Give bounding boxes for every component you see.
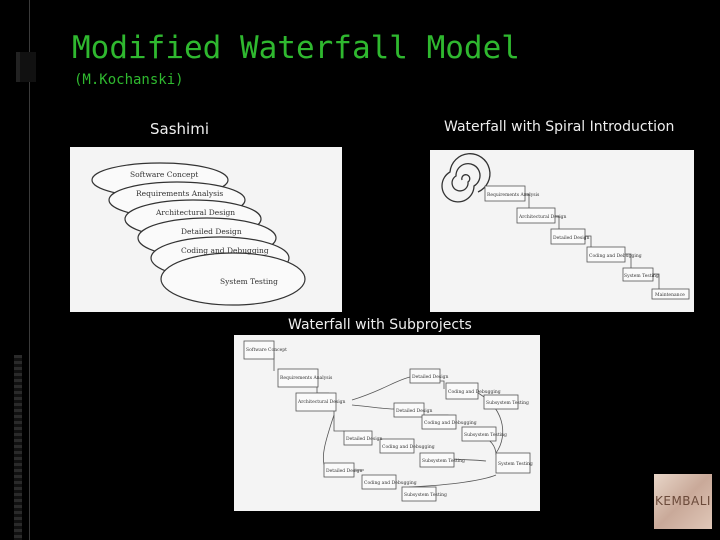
rail-marker: [16, 52, 36, 82]
subproject-label: Detailed Design: [412, 374, 449, 380]
subproject-connector: [322, 414, 335, 466]
subproject-box: [409, 368, 441, 384]
spiral-stage-box: [484, 185, 526, 202]
spiral-waterfall-diagram: Requirements Analysis Architectural Desi…: [430, 150, 694, 312]
rail-gradient-decoration: [14, 355, 22, 540]
subproject-box: [421, 414, 457, 430]
subproject-label: Subsystem Testing: [486, 400, 529, 406]
subproject-label: Subsystem Testing: [422, 458, 465, 464]
subproject-box: [243, 340, 275, 360]
sashimi-svg: Software Concept Requirements Analysis A…: [91, 162, 306, 306]
spiral-connector: [625, 253, 632, 268]
subproject-connector: [351, 404, 395, 410]
spiral-stage-box: [586, 246, 626, 263]
sashimi-stage-label: Requirements Analysis: [136, 189, 223, 198]
subproject-label: Detailed Design: [326, 468, 363, 474]
subproject-label: Coding and Debugging: [424, 420, 477, 426]
subproject-box: [393, 402, 425, 418]
subproject-box: [379, 438, 415, 454]
subproject-box: [419, 452, 455, 468]
subproject-connector: [333, 411, 344, 432]
spiral-stage-label: Maintenance: [655, 292, 685, 298]
subproject-label: Coding and Debugging: [382, 444, 435, 450]
caption-sashimi: Sashimi: [150, 120, 209, 138]
subprojects-svg: Software Concept Requirements Analysis A…: [243, 340, 533, 502]
subproject-label: Requirements Analysis: [280, 375, 333, 381]
spiral-connector: [525, 193, 530, 208]
sashimi-ellipse: [160, 252, 306, 306]
subproject-label: Software Concept: [246, 347, 287, 353]
rail-divider: [29, 0, 30, 540]
subproject-label: Coding and Debugging: [364, 480, 417, 486]
sashimi-stage-label: Software Concept: [130, 170, 198, 179]
caption-spiral: Waterfall with Spiral Introduction: [444, 119, 675, 135]
spiral-svg: Requirements Analysis Architectural Desi…: [441, 153, 690, 300]
subproject-label: Subsystem Testing: [464, 432, 507, 438]
spiral-stage-label: Architectural Design: [518, 214, 567, 220]
subproject-box: [461, 426, 497, 442]
sashimi-stage-label: System Testing: [220, 277, 278, 286]
sashimi-diagram: Software Concept Requirements Analysis A…: [70, 147, 342, 312]
subproject-box: [445, 382, 479, 400]
sashimi-stage-label: Detailed Design: [181, 227, 242, 236]
spiral-stage-box: [516, 207, 556, 224]
subproject-label: Detailed Design: [346, 436, 383, 442]
subproject-label: Detailed Design: [396, 408, 433, 414]
subproject-connector: [473, 390, 504, 454]
subproject-label: System Testing: [498, 461, 533, 467]
subproject-label: Coding and Debugging: [448, 389, 501, 395]
spiral-stage-box: [622, 267, 654, 282]
slide-subtitle: (M.Kochanski): [74, 72, 184, 88]
subproject-connector: [408, 474, 497, 488]
subproject-box: [401, 486, 437, 502]
subproject-box: [495, 452, 531, 474]
kembali-logo-text: KEMBALI: [655, 494, 711, 508]
spiral-connector: [585, 235, 592, 247]
subproject-box: [323, 462, 355, 478]
subproject-box: [483, 394, 519, 410]
subproject-label: Subsystem Testing: [404, 492, 447, 498]
sashimi-stage-label: Architectural Design: [155, 208, 235, 217]
subproject-connector: [351, 376, 411, 401]
sashimi-stage-label: Coding and Debugging: [181, 246, 269, 255]
spiral-icon: [441, 153, 491, 203]
spiral-stage-box: [550, 228, 586, 245]
spiral-connector: [653, 273, 660, 289]
spiral-connector: [555, 215, 560, 229]
spiral-stage-label: Coding and Debugging: [589, 253, 642, 259]
subproject-box: [361, 474, 397, 490]
spiral-stage-label: Detailed Design: [553, 235, 590, 241]
subproject-box: [295, 392, 337, 412]
subprojects-diagram: Software Concept Requirements Analysis A…: [234, 335, 540, 511]
spiral-stage-label: System Testing: [624, 273, 659, 279]
slide-title: Modified Waterfall Model: [72, 30, 520, 66]
subproject-box: [343, 430, 373, 446]
subproject-label: Architectural Design: [297, 399, 346, 405]
caption-subprojects: Waterfall with Subprojects: [288, 317, 472, 333]
spiral-stage-label: Requirements Analysis: [487, 192, 540, 198]
kembali-back-button[interactable]: KEMBALI: [654, 474, 712, 529]
subproject-box: [277, 368, 319, 388]
spiral-stage-box: [651, 288, 690, 300]
